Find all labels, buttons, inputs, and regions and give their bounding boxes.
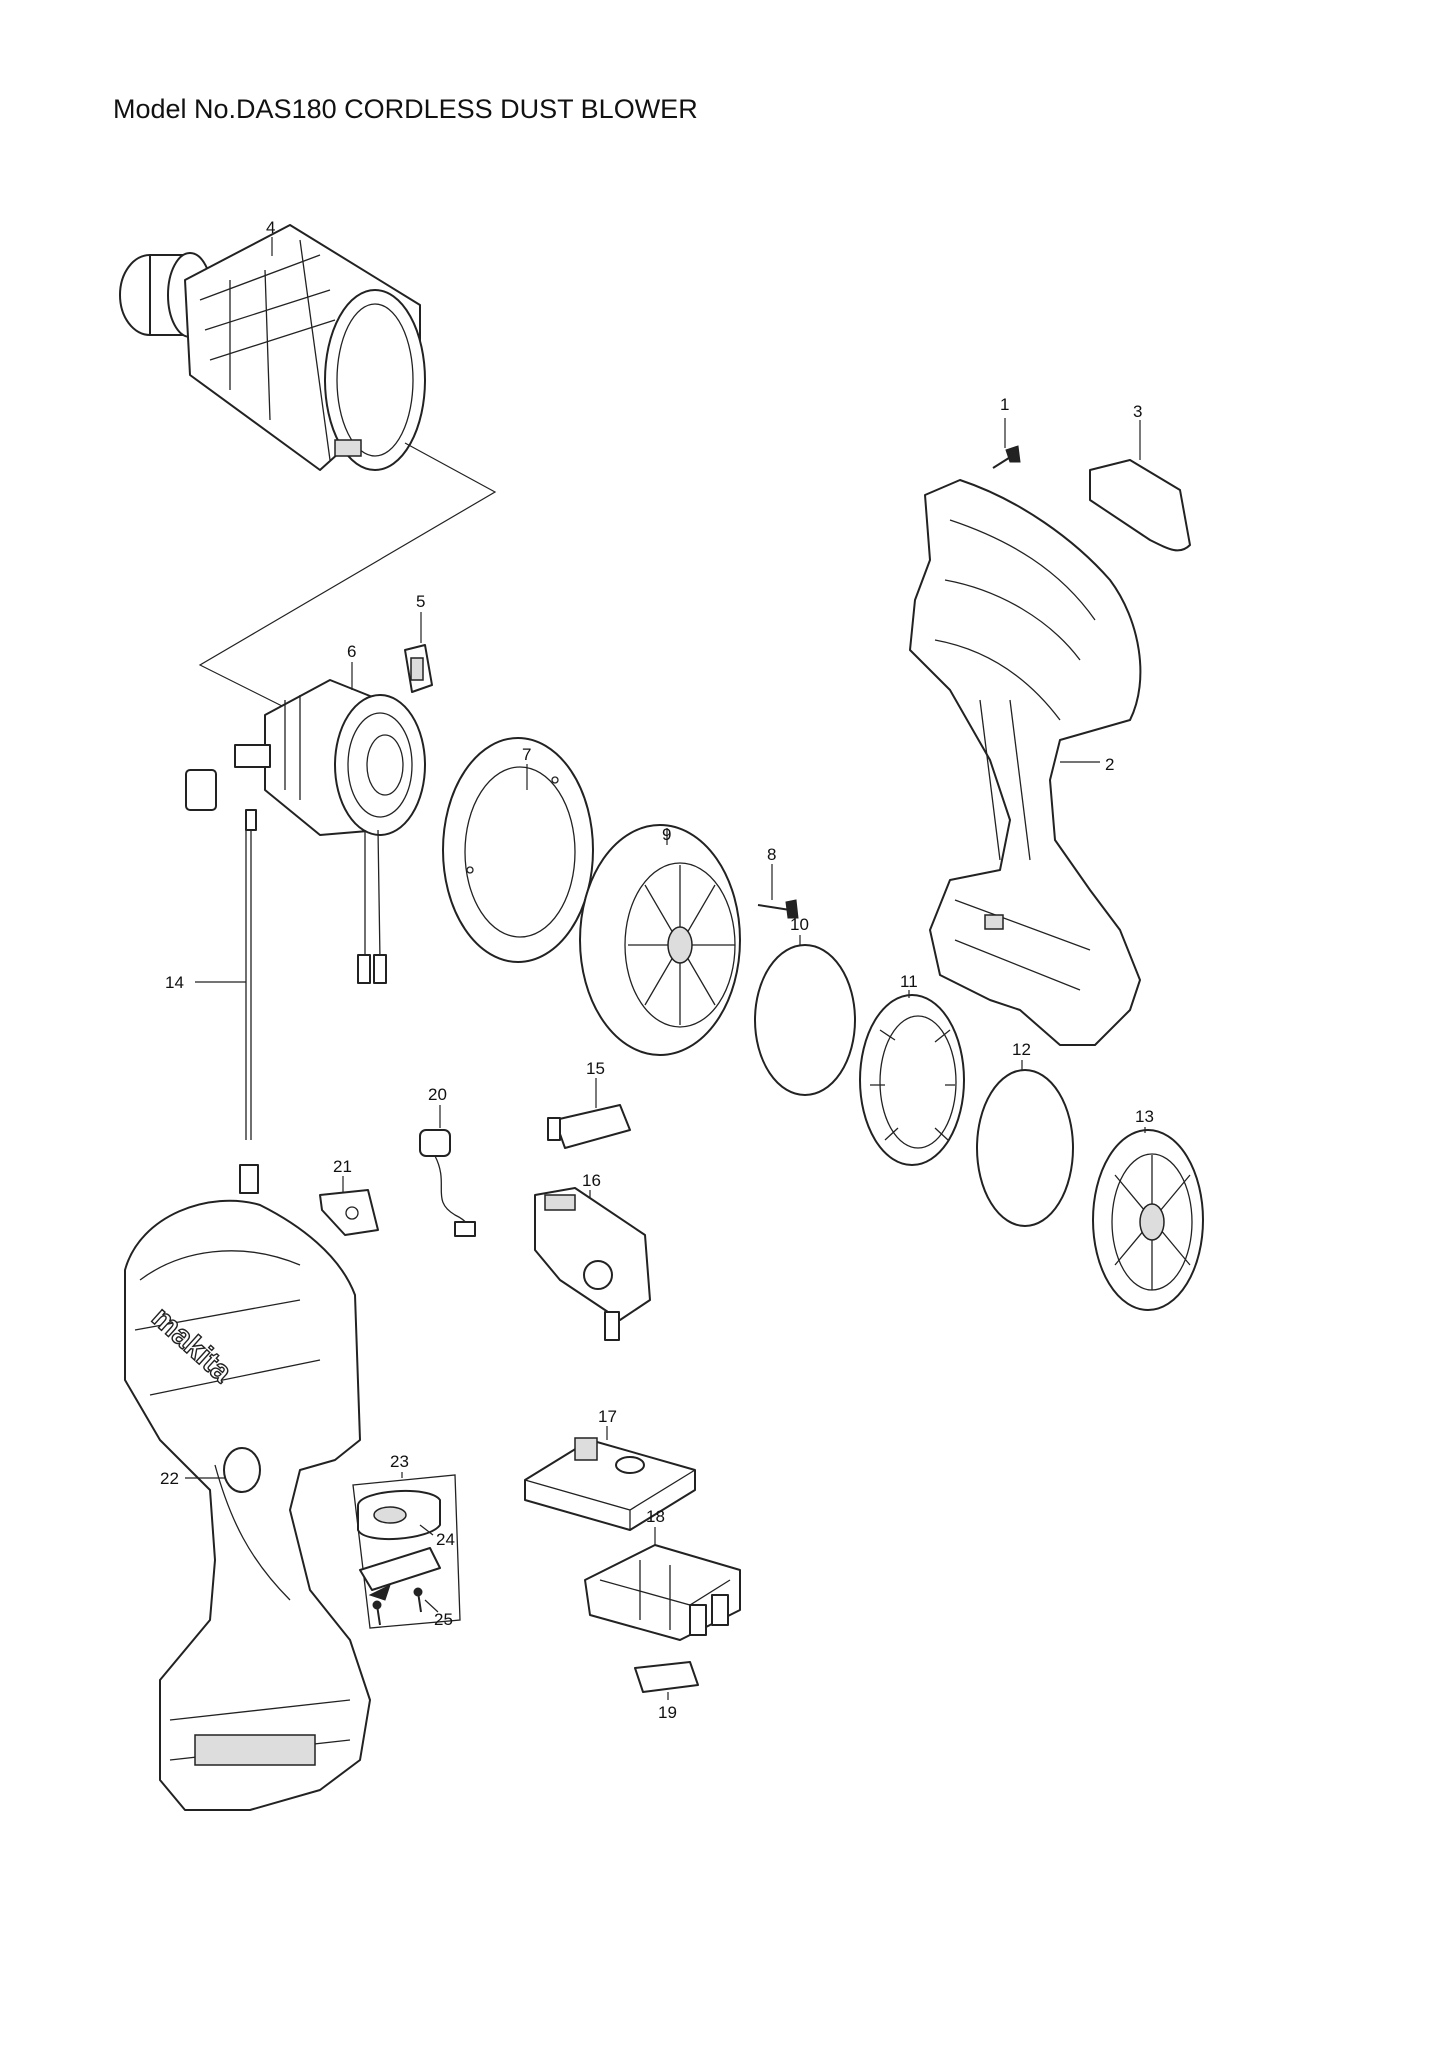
callout-24: 24 [436,1530,455,1549]
callout-9: 9 [662,825,671,844]
callout-19: 19 [658,1703,677,1722]
assembly-link-line [198,442,497,711]
callout-11: 11 [900,972,918,991]
callout-25: 25 [434,1610,453,1629]
part-3-label-plate [1089,420,1191,552]
callout-1: 1 [1000,395,1009,414]
part-22-left-housing: makita [124,1199,371,1811]
part-20-connector [419,1105,476,1237]
callout-7: 7 [522,745,531,764]
callout-3: 3 [1133,402,1142,421]
callout-12: 12 [1012,1040,1031,1059]
callout-17: 17 [598,1407,617,1426]
callout-4: 4 [266,218,275,237]
part-2-right-housing [909,479,1142,1046]
callout-14: 14 [165,973,184,992]
part-4-motor-housing [119,224,426,471]
part-7-baffle-ring [442,737,594,963]
part-1-screw [992,418,1021,469]
part-10-filter [754,935,856,1096]
callout-20: 20 [428,1085,447,1104]
part-15-switch-lever [547,1078,631,1149]
part-9-fan-cover [579,824,741,1056]
callout-23: 23 [390,1452,409,1471]
part-21-bracket [319,1176,379,1236]
callout-21: 21 [333,1157,352,1176]
part-8-screw [757,864,799,919]
part-18-battery-terminal [584,1527,741,1641]
callout-15: 15 [586,1059,605,1078]
callout-16: 16 [582,1171,601,1190]
part-11-filter-holder [859,990,965,1166]
part-small-block [185,769,217,811]
callout-labels: 1 2 3 4 5 6 7 8 9 10 11 12 13 14 15 16 1… [160,218,1154,1722]
part-16-switch [534,1187,651,1341]
callout-5: 5 [416,592,425,611]
part-17-controller [524,1426,696,1531]
part-12-filter [976,1060,1074,1227]
callout-10: 10 [790,915,809,934]
part-14-lead-wire [195,809,259,1194]
part-6-motor [234,662,426,984]
part-13-end-cover [1092,1127,1204,1311]
callout-8: 8 [767,845,776,864]
callout-22: 22 [160,1469,179,1488]
part-5-rubber-block [404,612,433,693]
page-title: Model No.DAS180 CORDLESS DUST BLOWER [113,94,698,124]
part-23-indicator-assembly [352,1472,461,1629]
callout-2: 2 [1105,755,1114,774]
part-19-label [634,1661,699,1700]
callout-18: 18 [646,1507,665,1526]
callout-13: 13 [1135,1107,1154,1126]
callout-6: 6 [347,642,356,661]
